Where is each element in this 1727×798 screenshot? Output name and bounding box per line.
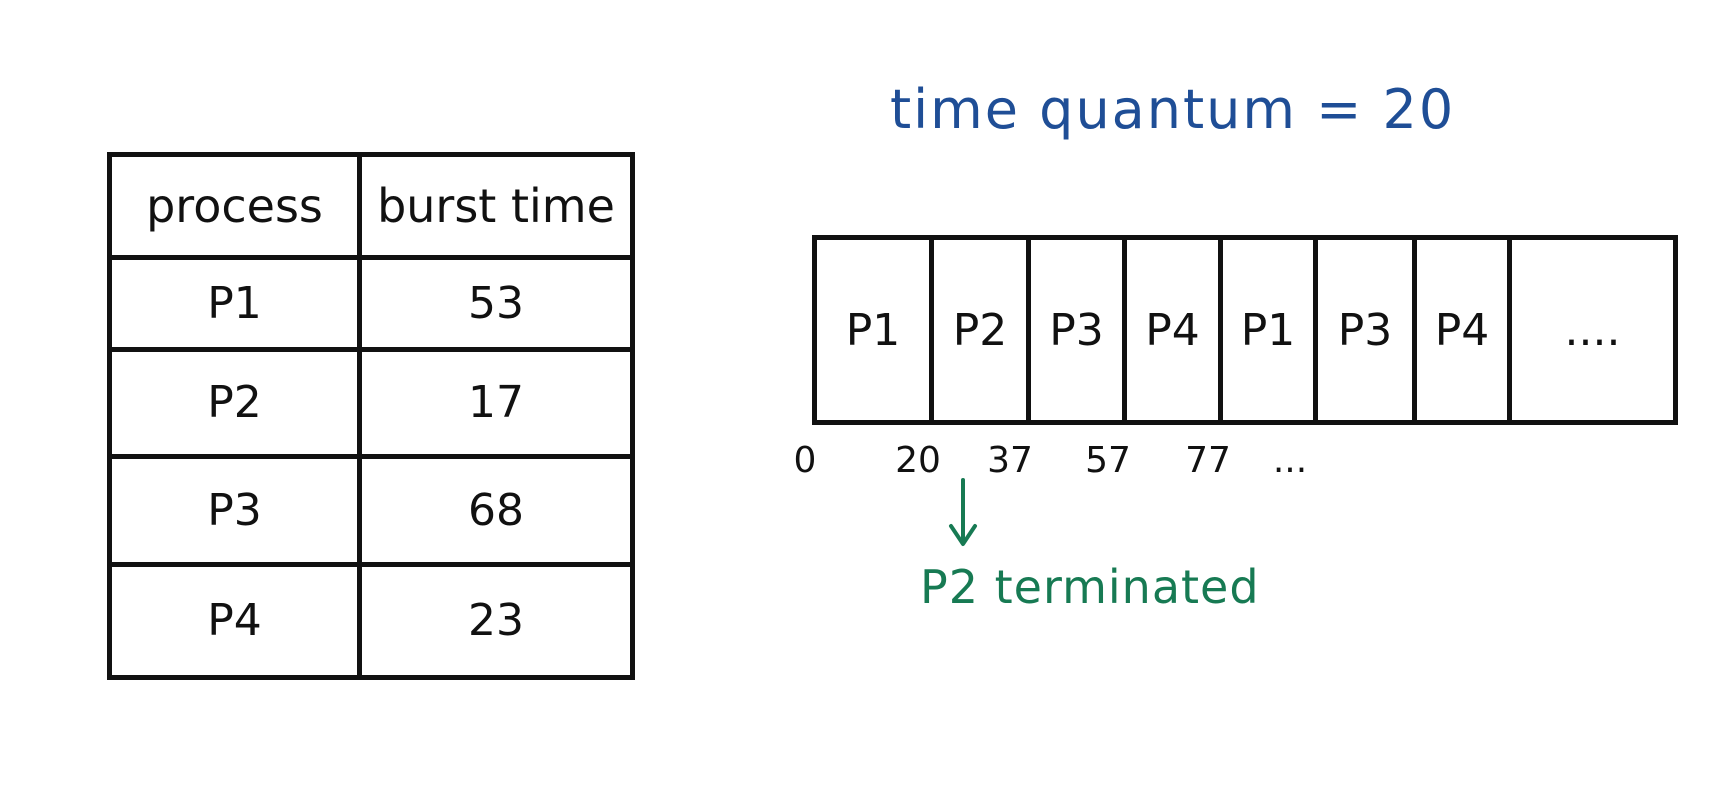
header-burst-time: burst time — [377, 179, 615, 233]
table-row: P1 53 — [112, 260, 630, 352]
process-cell: P3 — [112, 459, 362, 562]
process-cell: P4 — [112, 567, 362, 675]
gantt-tick: 57 — [1085, 440, 1131, 481]
gantt-segment: P1 — [1223, 240, 1318, 420]
gantt-tick: 77 — [1185, 440, 1231, 481]
process-cell: P1 — [112, 260, 362, 347]
gantt-tick: 37 — [987, 440, 1033, 481]
gantt-segment: P4 — [1127, 240, 1223, 420]
gantt-segment: P1 — [817, 240, 934, 420]
down-arrow-icon — [949, 478, 977, 546]
table-row: P3 68 — [112, 459, 630, 567]
time-quantum-title: time quantum = 20 — [890, 78, 1456, 141]
gantt-segment: P3 — [1031, 240, 1127, 420]
process-table: process burst time P1 53 P2 17 P3 68 P4 … — [107, 152, 635, 680]
table-row: P2 17 — [112, 352, 630, 459]
burst-cell: 68 — [468, 484, 524, 536]
terminated-note: P2 terminated — [920, 560, 1260, 614]
gantt-segment: P3 — [1318, 240, 1417, 420]
gantt-tick: ... — [1272, 440, 1308, 481]
burst-cell: 23 — [468, 595, 524, 646]
table-row: P4 23 — [112, 567, 630, 675]
header-process: process — [112, 157, 362, 255]
burst-cell: 17 — [468, 377, 524, 428]
gantt-segment: .... — [1564, 304, 1621, 356]
process-cell: P2 — [112, 352, 362, 454]
gantt-segment: P2 — [934, 240, 1031, 420]
gantt-tick: 0 — [793, 440, 817, 481]
gantt-chart: P1 P2 P3 P4 P1 P3 P4 .... — [812, 235, 1678, 425]
burst-cell: 53 — [468, 277, 524, 329]
gantt-segment: P4 — [1417, 240, 1512, 420]
gantt-tick: 20 — [895, 440, 941, 481]
table-header-row: process burst time — [112, 157, 630, 260]
